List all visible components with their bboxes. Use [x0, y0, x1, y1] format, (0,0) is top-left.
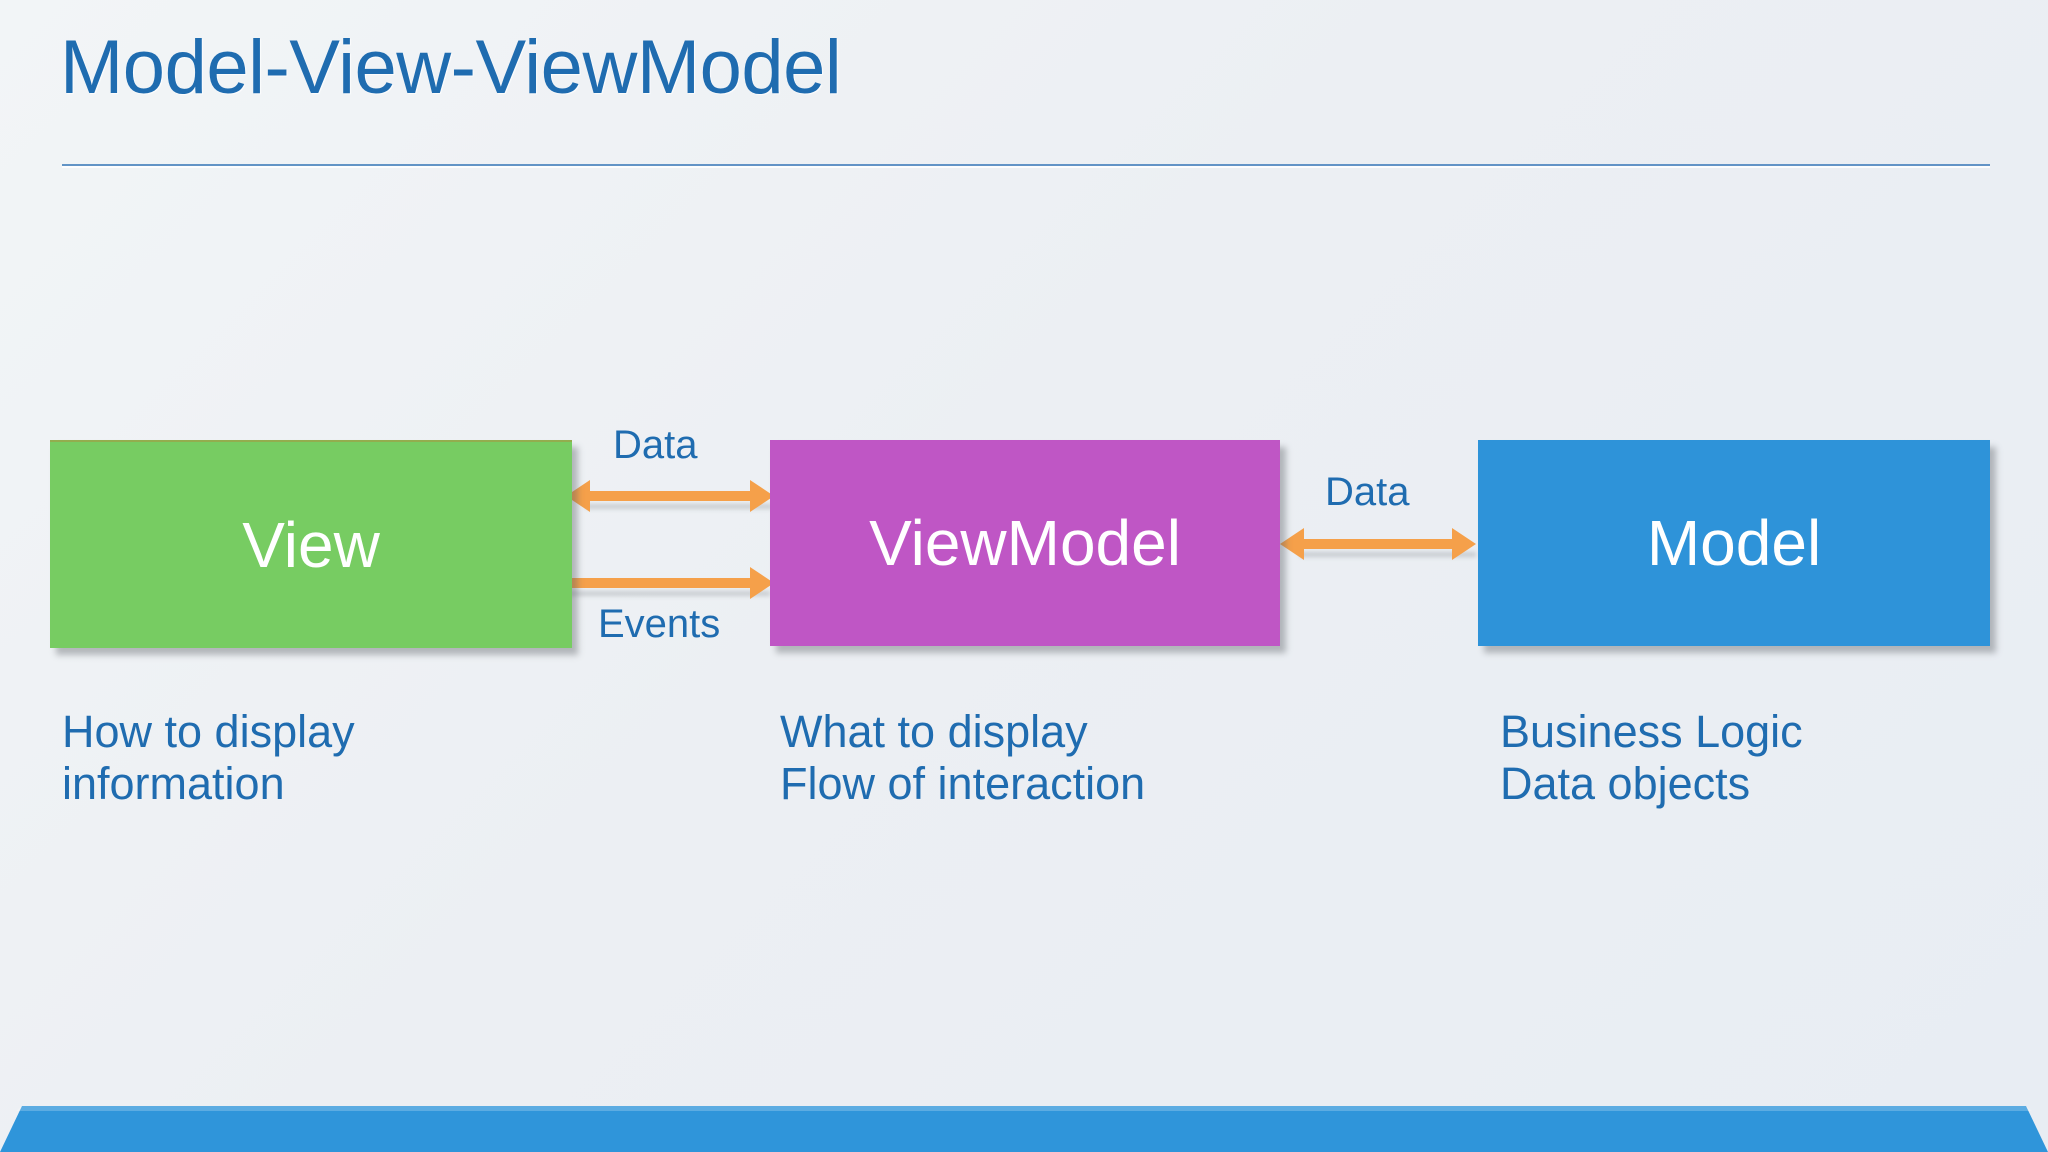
caption-model: Business Logic Data objects [1500, 706, 1803, 810]
title-divider [62, 164, 1990, 168]
caption-view: How to display information [62, 706, 355, 810]
arrow-label-view-viewmodel-events: Events [598, 602, 721, 646]
node-viewmodel[interactable]: ViewModel [770, 440, 1280, 646]
caption-viewmodel: What to display Flow of interaction [780, 706, 1146, 810]
footer-bar-highlight [16, 1106, 2032, 1111]
node-view-label: View [242, 509, 380, 581]
arrow-view-viewmodel-data [566, 480, 774, 512]
arrow-label-viewmodel-model-data: Data [1325, 470, 1410, 514]
node-model[interactable]: Model [1478, 440, 1990, 646]
footer-bar [0, 1106, 2048, 1152]
arrow-shadow-viewmodel-model-data [1300, 552, 1476, 557]
arrow-viewmodel-model-data [1280, 528, 1476, 560]
node-model-label: Model [1646, 507, 1822, 579]
arrow-shadow-view-viewmodel-events [568, 591, 770, 596]
arrow-shadow-view-viewmodel-data [586, 504, 772, 509]
node-view[interactable]: View [50, 440, 572, 648]
arrow-view-viewmodel-events [570, 567, 774, 599]
node-viewmodel-label: ViewModel [869, 507, 1181, 579]
arrow-label-view-viewmodel-data: Data [613, 423, 698, 467]
page-title: Model-View-ViewModel [60, 25, 842, 110]
